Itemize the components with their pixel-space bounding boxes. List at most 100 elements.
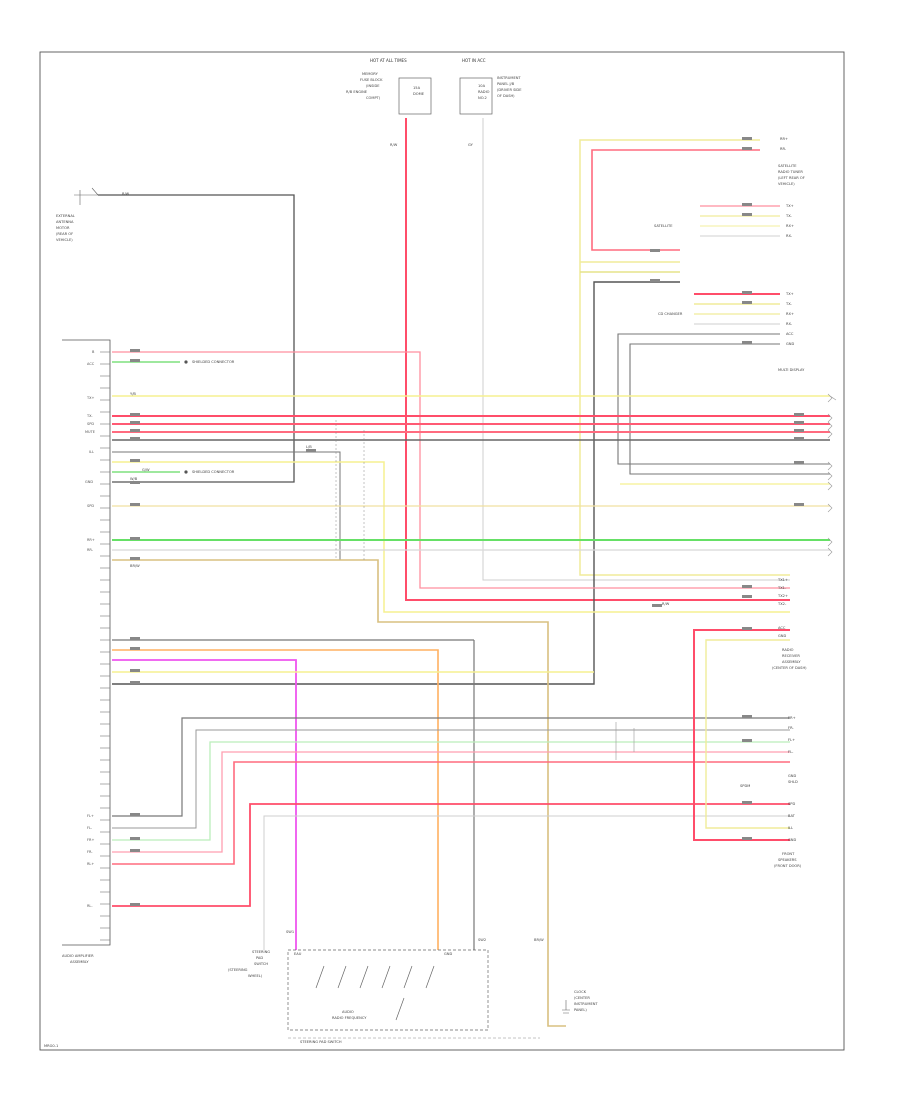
wire-power-red	[405, 118, 790, 601]
amp-pin: RL-	[87, 904, 93, 908]
acc-fuse-box	[459, 77, 493, 115]
clock-wire: BR/W	[534, 938, 544, 942]
amp-pin: RR+	[87, 538, 95, 542]
receiver-pin: TX2-	[778, 602, 787, 606]
amplifier-pin-ticks	[100, 351, 110, 941]
rear-pin: RR+	[780, 137, 789, 141]
wire-yellow-top	[579, 139, 790, 576]
cd-changer-title: CD CHANGER	[658, 312, 683, 316]
antenna-wire: B/W	[122, 192, 130, 196]
top-left-fuse-name: DOME	[413, 92, 424, 96]
amp-pin: ILL	[89, 450, 94, 454]
switch-label: SWITCH	[254, 962, 269, 966]
wire-label: R/W	[662, 602, 670, 606]
wire-antenna-black	[98, 194, 295, 483]
wire-label: W/B	[130, 477, 138, 481]
antenna-label: ANTENNA	[56, 220, 74, 224]
wire-orange	[112, 649, 439, 950]
satellite-title: SATELLITE	[654, 224, 673, 228]
antenna-label: VEHICLE)	[56, 238, 73, 242]
cd-pin: TX+	[786, 292, 794, 296]
receiver-pin: GND	[778, 634, 787, 638]
top-right-connector-line: (DRIVER SIDE	[497, 88, 522, 92]
sat-tuner-label: (LEFT REAR OF	[778, 176, 805, 180]
top-left-connector-line: MEMORY	[362, 72, 378, 76]
wire-acc-grey	[482, 118, 790, 581]
wire-pin-b-red	[112, 351, 790, 589]
wire-label: Y/B	[130, 392, 136, 396]
clock-label: PANEL)	[574, 1008, 587, 1012]
antenna-label: MOTOR	[56, 226, 70, 230]
cd-pin: RX-	[786, 322, 793, 326]
cd-pin: ACC	[786, 332, 794, 336]
amp-pin: FR+	[87, 838, 95, 842]
speaker-pin: ILL	[788, 826, 794, 830]
shield-label: SHIELDED CONNECTOR	[192, 360, 235, 364]
amp-pin: TX-	[87, 414, 93, 418]
amp-pin: SPD	[87, 504, 95, 508]
amp-pin: RL+	[87, 862, 95, 866]
receiver-pin: ACC	[778, 626, 786, 630]
receiver-pin: TX2+	[778, 594, 788, 598]
wire-label: G/W	[142, 468, 150, 472]
top-right-connector-line: INSTRUMENT	[497, 76, 521, 80]
amp-pin: SPD	[87, 422, 95, 426]
cd-pin: TX-	[786, 302, 792, 306]
top-left-connector-line: R/B ENGINE	[346, 90, 368, 94]
diagram-border	[39, 51, 845, 1051]
switch-label: (STEERING	[228, 968, 248, 972]
receiver-label: RADIO	[782, 648, 794, 652]
steering-switch-box	[287, 949, 489, 1031]
top-left-fuse-amp: 15A	[413, 86, 421, 90]
speaker-pin: SPDM	[740, 784, 751, 788]
speaker-label: SPEAKERS	[778, 858, 797, 862]
amp-pin: GND	[85, 480, 94, 484]
top-right-connector-line: OF DASH)	[497, 94, 515, 98]
shield-icon	[184, 470, 188, 474]
rear-pin: RR-	[780, 147, 787, 151]
memory-fuse-box	[398, 77, 432, 115]
switch-pin: SW1	[286, 930, 295, 934]
top-left-connector-line: COMPT)	[366, 96, 381, 100]
clock-label: CLOCK	[574, 990, 587, 994]
switch-frame-label: STEERING PAD SWITCH	[300, 1040, 342, 1044]
speaker-pin: SHLD	[788, 780, 798, 784]
switch-pin: GND	[444, 952, 453, 956]
clock-label: INSTRUMENT	[574, 1002, 598, 1006]
cd-pin: RX+	[786, 312, 794, 316]
page-code: MRG0-1	[44, 1044, 59, 1048]
switch-pin: EAU	[294, 952, 302, 956]
top-left-connector-line: FUSE BLOCK	[360, 78, 383, 82]
sat-pin: TX+	[786, 204, 794, 208]
sat-tuner-label: VEHICLE)	[778, 182, 795, 186]
antenna-label: EXTERNAL	[56, 214, 75, 218]
amp-pin: TX+	[87, 396, 95, 400]
cd-pin: GND	[786, 342, 795, 346]
amp-pin: FL+	[87, 814, 94, 818]
speaker-label: FRONT	[782, 852, 795, 856]
top-right-connector-title: HOT IN ACC	[462, 58, 486, 63]
speaker-pin: SPD	[788, 802, 796, 806]
top-right-fuse-amp: 10A	[478, 84, 486, 88]
speaker-pin: FL+	[788, 738, 796, 742]
amplifier-connector-outline	[62, 339, 111, 946]
amp-title: ASSEMBLY	[70, 960, 89, 964]
switch-label: STEERING	[252, 950, 271, 954]
wire-tags	[130, 137, 804, 906]
top-right-fuse-name: NO.2	[478, 96, 487, 100]
wire-pink	[112, 659, 297, 950]
top-left-wire: R/W	[390, 143, 398, 147]
switch-pin: SW2	[478, 938, 487, 942]
shield-label: SHIELDED CONNECTOR	[192, 470, 235, 474]
top-right-fuse-name: RADIO	[478, 90, 490, 94]
wire-tan-clock	[112, 559, 566, 1027]
wire-label: BR/W	[130, 564, 140, 568]
switch-label: PAD	[256, 956, 264, 960]
antenna-icon	[74, 187, 99, 205]
speaker-pin: FL-	[788, 750, 794, 754]
multi-display-title: MULTI DISPLAY	[778, 368, 805, 372]
right-edge-terminals	[827, 393, 833, 557]
clock-contact-icon	[562, 1000, 570, 1014]
amp-pin: FR-	[87, 850, 93, 854]
